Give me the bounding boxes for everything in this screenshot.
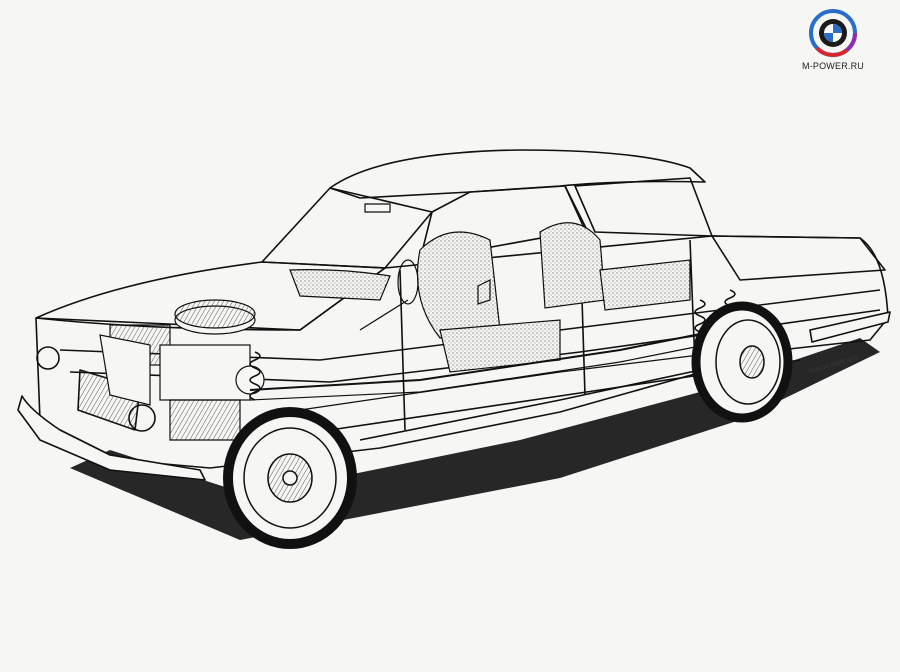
bmw-roundel-icon	[809, 9, 858, 57]
front-bumper	[17, 395, 206, 481]
trunk	[711, 235, 886, 281]
rear-side-window	[574, 177, 713, 237]
roof	[329, 149, 706, 199]
windshield	[261, 187, 433, 269]
rear-wheel	[691, 301, 793, 423]
site-label: M-POWER.RU	[802, 61, 864, 71]
site-logo[interactable]: M-POWER.RU	[797, 8, 869, 74]
rear-seat	[539, 222, 606, 309]
front-seat	[416, 231, 501, 339]
headlight	[36, 346, 60, 370]
front-wheel	[223, 407, 357, 549]
